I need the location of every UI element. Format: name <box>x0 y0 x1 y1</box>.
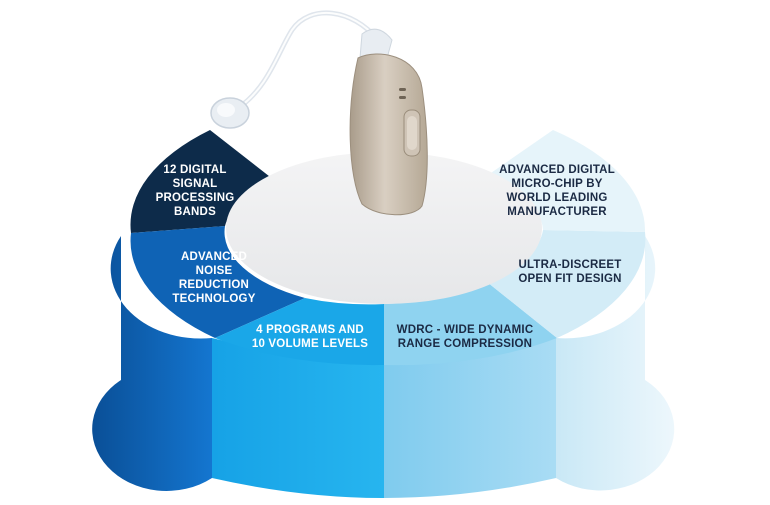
label-line: 10 VOLUME LEVELS <box>251 338 369 350</box>
feature-label-open-fit: ULTRA-DISCREET OPEN FIT DESIGN <box>510 258 630 286</box>
side-segment-left <box>92 236 212 491</box>
label-line: PROCESSING <box>155 192 235 204</box>
wheel-sides <box>92 236 675 498</box>
segment-noise-reduction <box>130 226 305 338</box>
label-line: MANUFACTURER <box>507 206 607 218</box>
label-line: TECHNOLOGY <box>172 293 256 305</box>
label-line: MICRO-CHIP BY <box>511 178 603 190</box>
side-segment-center-left <box>212 338 384 498</box>
label-line: 12 DIGITAL <box>163 164 227 176</box>
label-line: 4 PROGRAMS AND <box>256 324 364 336</box>
side-segment-center-right <box>384 338 556 498</box>
hearing-aid-icon <box>210 10 428 216</box>
label-line: REDUCTION <box>178 279 250 291</box>
segment-wdrc <box>384 282 557 366</box>
side-segment-right <box>556 236 675 491</box>
segment-programs-volume <box>215 298 384 366</box>
feature-label-programs-volume: 4 PROGRAMS AND 10 VOLUME LEVELS <box>240 323 380 351</box>
label-line: OPEN FIT DESIGN <box>518 273 622 285</box>
label-line: SIGNAL <box>172 178 218 190</box>
segment-open-fit <box>487 230 646 338</box>
segment-micro-chip <box>488 130 646 232</box>
feature-label-dsp-bands: 12 DIGITAL SIGNAL PROCESSING BANDS <box>150 163 240 219</box>
label-line: BANDS <box>174 206 216 218</box>
feature-label-micro-chip: ADVANCED DIGITAL MICRO-CHIP BY WORLD LEA… <box>488 163 626 219</box>
center-hub <box>226 152 542 304</box>
feature-label-wdrc: WDRC - WIDE DYNAMIC RANGE COMPRESSION <box>385 323 545 351</box>
label-line: WORLD LEADING <box>506 192 608 204</box>
label-line: ULTRA-DISCREET <box>518 259 622 271</box>
label-line: WDRC - WIDE DYNAMIC <box>396 324 534 336</box>
label-line: ADVANCED <box>181 251 247 263</box>
feature-label-noise-reduction: ADVANCED NOISE REDUCTION TECHNOLOGY <box>155 250 273 306</box>
segment-dsp-bands <box>130 130 274 233</box>
wheel-top-segments <box>130 130 646 366</box>
label-line: RANGE COMPRESSION <box>397 338 533 350</box>
label-line: ADVANCED DIGITAL <box>499 164 615 176</box>
label-line: NOISE <box>195 265 233 277</box>
